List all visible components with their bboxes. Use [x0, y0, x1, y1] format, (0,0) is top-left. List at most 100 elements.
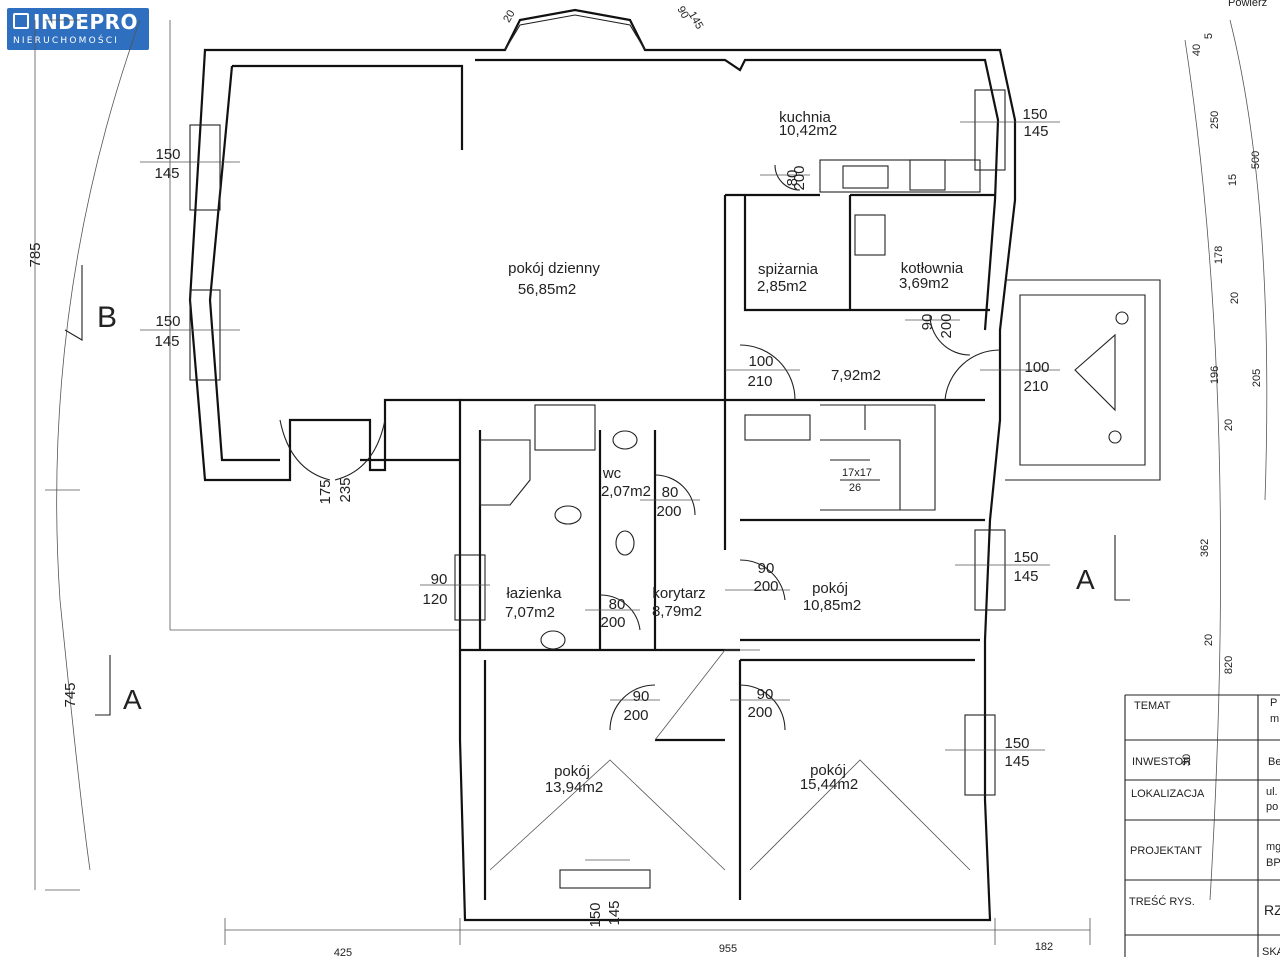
- dim-r178: 178: [1213, 246, 1225, 264]
- tb-temat: TEMAT: [1134, 700, 1171, 712]
- tb-v3: ul.: [1266, 786, 1278, 798]
- dim-r205: 205: [1251, 369, 1263, 387]
- title-block-grid: [1124, 694, 1280, 957]
- roof-lines: [489, 649, 971, 871]
- cooktop-icon: [909, 159, 946, 191]
- bath-washbasin-icon: [540, 630, 566, 650]
- dim-d200-4: 200: [600, 614, 625, 631]
- dim-c425: 425: [334, 947, 352, 957]
- dim-r30: 30: [1181, 754, 1193, 766]
- tb-v5: RZ: [1264, 902, 1280, 918]
- window-right-2: [974, 529, 1006, 611]
- dim-w145-r2: 145: [1013, 568, 1038, 585]
- window-left-2: [189, 289, 221, 381]
- terrace-right: [1005, 279, 1161, 481]
- living-name: pokój dzienny: [508, 260, 600, 277]
- dim-d90-2: 90: [757, 686, 774, 703]
- stairs-size: 17x17: [842, 467, 872, 479]
- tb-projektant: PROJEKTANT: [1130, 845, 1202, 857]
- dim-r362: 362: [1199, 539, 1211, 557]
- dim-r500: 500: [1250, 151, 1262, 169]
- kitchen-name: kuchnia: [779, 109, 831, 126]
- kitchen-area: 10,42m2: [779, 122, 837, 139]
- dim-d120: 120: [422, 591, 447, 608]
- title-block: TEMAT INWESTOR LOKALIZACJA PROJEKTANT TR…: [1124, 694, 1280, 957]
- kitchen-counter: [819, 159, 981, 193]
- tb-v1: P: [1270, 697, 1277, 709]
- dim-r15: 15: [1227, 174, 1239, 186]
- dim-w150-r1: 150: [1022, 106, 1047, 123]
- door-swing-7: [654, 474, 696, 516]
- dim-r250: 250: [1209, 111, 1221, 129]
- dim-w150-b: 150: [587, 902, 604, 927]
- dim-w145-b: 145: [606, 900, 623, 925]
- dim-line-left: [34, 19, 80, 891]
- dim-d90-4: 90: [431, 571, 448, 588]
- dim-r20a: 20: [1229, 292, 1241, 304]
- living-area: 56,85m2: [518, 281, 576, 298]
- dim-r40: 40: [1191, 44, 1203, 56]
- window-dim-ticks: [140, 121, 1060, 861]
- door-swing-2: [944, 349, 1001, 401]
- dim-d235: 235: [337, 477, 354, 502]
- dim-w150-l2: 150: [155, 313, 180, 330]
- bay-window: [504, 14, 646, 51]
- column-icon: [1115, 311, 1129, 325]
- dim-d200-1: 200: [753, 578, 778, 595]
- dim-r5: 5: [1203, 33, 1215, 39]
- terrace-inner: [1019, 294, 1146, 466]
- logo-subtitle: NIERUCHOMOŚCI: [13, 36, 120, 46]
- dim-d90-3: 90: [633, 688, 650, 705]
- room3-area: 15,44m2: [800, 776, 858, 793]
- dim-d100-2: 100: [1024, 359, 1049, 376]
- tb-skala: SKA: [1262, 946, 1280, 957]
- dim-d200-7: 200: [938, 313, 955, 338]
- bathroom-name: łazienka: [506, 585, 562, 602]
- dim-d200-3: 200: [623, 707, 648, 724]
- corner-text: Powierz: [1228, 0, 1267, 9]
- dim-c785: 785: [27, 242, 44, 267]
- outer-arc-left: [56, 19, 141, 871]
- pantry-name: spiżarnia: [758, 261, 819, 278]
- dim-arc-right: [1184, 39, 1221, 901]
- dim-top-left: 20: [501, 8, 518, 25]
- dim-d90-5: 90: [919, 314, 936, 331]
- door-swing-8: [929, 314, 971, 356]
- section-b-label: B: [97, 301, 117, 334]
- section-a-marker-left: [95, 655, 111, 716]
- interior-walls: [460, 193, 995, 900]
- tb-v3b: po: [1266, 801, 1278, 813]
- indepro-logo: INDEPRO NIERUCHOMOŚCI: [7, 8, 149, 50]
- room1-name: pokój: [812, 580, 848, 597]
- entrance-arrow-icon: [1074, 333, 1116, 412]
- outer-arc-right: [1229, 19, 1268, 501]
- door-swing-3: [739, 559, 786, 601]
- window-bottom: [559, 869, 651, 889]
- dim-r196: 196: [1209, 366, 1221, 384]
- room1-area: 10,85m2: [803, 597, 861, 614]
- pantry-area: 2,85m2: [757, 278, 807, 295]
- toilet-icon: [554, 505, 582, 525]
- stairs-count: 26: [849, 482, 861, 494]
- dim-d80-1: 80: [609, 596, 626, 613]
- window-bath: [454, 554, 486, 621]
- section-b-marker: [64, 265, 83, 341]
- section-a-marker-right: [1114, 535, 1130, 601]
- window-right-1: [974, 89, 1006, 171]
- dim-w145-r3: 145: [1004, 753, 1029, 770]
- washbasin-icon: [612, 430, 638, 450]
- wc-name: wc: [602, 465, 622, 482]
- dim-d80-3: 80: [784, 170, 801, 187]
- bathroom-area: 7,07m2: [505, 604, 555, 621]
- bathtub-icon: [479, 439, 531, 506]
- sink-icon: [842, 165, 889, 189]
- boiler-icon: [854, 214, 886, 256]
- door-swing-4: [739, 684, 786, 731]
- dim-d200-5: 200: [656, 503, 681, 520]
- tb-tresc: TREŚĆ RYS.: [1129, 895, 1195, 908]
- window-left-1: [189, 124, 221, 211]
- door-swing-9: [774, 164, 801, 191]
- logo-brand: INDEPRO: [33, 10, 139, 34]
- dim-d100-1: 100: [748, 353, 773, 370]
